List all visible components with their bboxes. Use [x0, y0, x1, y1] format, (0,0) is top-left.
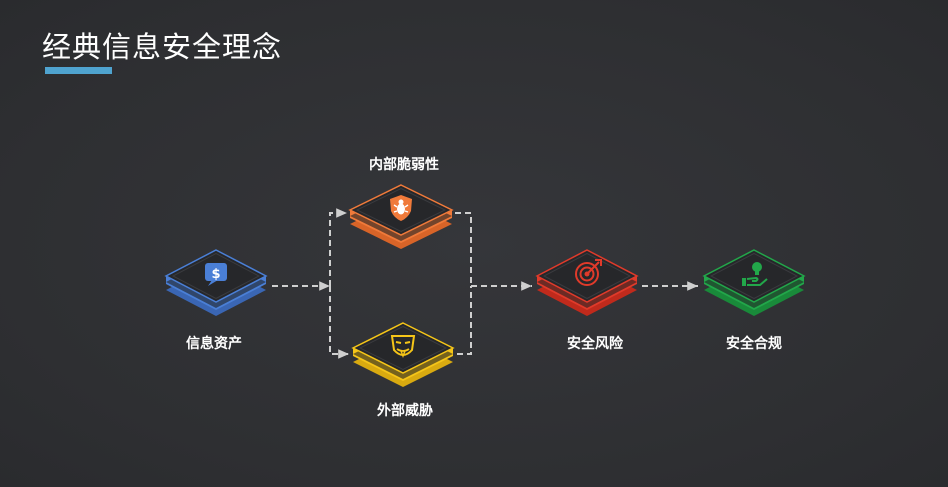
hacker-mask-icon [390, 335, 416, 359]
target-icon [575, 259, 602, 286]
node-label-threat: 外部威胁 [377, 403, 433, 419]
node-asset: $ [164, 249, 268, 316]
node-layer: $ [164, 184, 806, 387]
svg-text:$: $ [211, 267, 220, 282]
slide-title: 经典信息安全理念 [42, 30, 283, 64]
node-label-compliance: 安全合规 [726, 336, 782, 352]
node-label-vuln: 内部脆弱性 [369, 157, 439, 173]
node-label-risk: 安全风险 [567, 336, 623, 352]
node-compliance-top [702, 249, 806, 303]
connector-threat-to-join [457, 286, 472, 355]
connector-vuln-to-join [455, 212, 472, 286]
node-label-asset: 信息资产 [186, 336, 242, 352]
node-threat [351, 322, 455, 387]
connector-split-to-threat [329, 286, 349, 359]
connector-split-to-vuln [329, 208, 347, 286]
hand-bulb-icon [742, 262, 768, 286]
connectors [272, 208, 698, 359]
bug-shield-icon [390, 195, 412, 221]
node-compliance [702, 249, 806, 316]
node-risk [535, 249, 639, 316]
node-threat-top [351, 322, 455, 374]
title-underline [45, 67, 112, 74]
dollar-chat-icon: $ [205, 263, 227, 286]
node-vuln [348, 184, 454, 249]
